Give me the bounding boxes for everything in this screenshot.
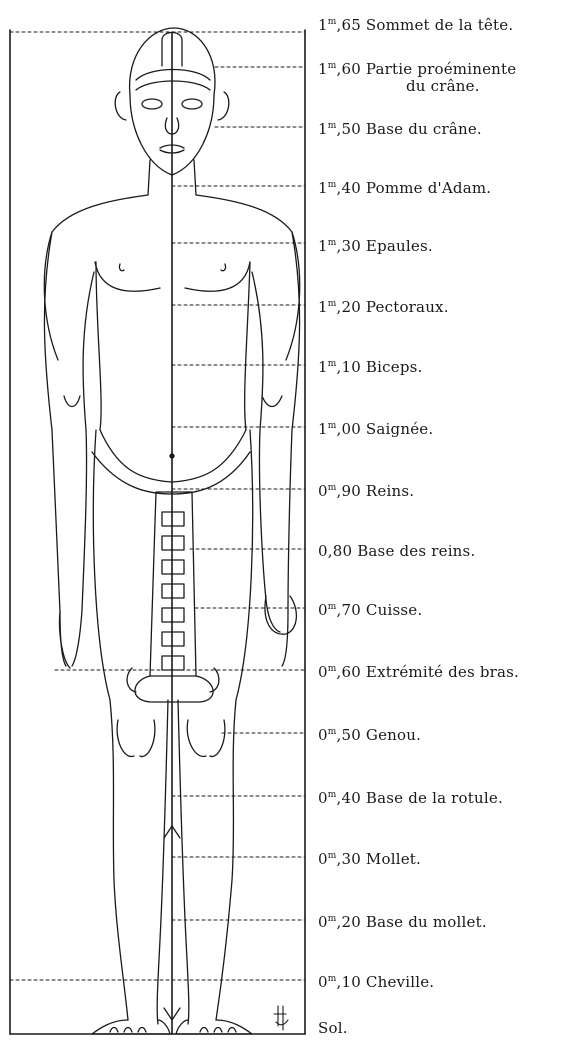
label-1-20: 1m,20 Pectoraux. [318, 296, 449, 316]
right-arm [252, 232, 300, 666]
navel-mark [170, 454, 174, 458]
label-0-60: 0m,60 Extrémité des bras. [318, 661, 519, 681]
right-leg [178, 430, 253, 1024]
label-1-65: 1m,65 Sommet de la tête. [318, 14, 513, 34]
label-0-10: 0m,10 Cheville. [318, 971, 434, 991]
label-0-70: 0m,70 Cuisse. [318, 599, 422, 619]
label-1-10: 1m,10 Biceps. [318, 356, 423, 376]
label-0-50: 0m,50 Genou. [318, 724, 421, 744]
label-1-60: 1m,60 Partie proéminente du crâne. [318, 58, 516, 95]
label-0-30: 0m,30 Mollet. [318, 848, 421, 868]
label-1-40: 1m,40 Pomme d'Adam. [318, 177, 491, 197]
label-1-50: 1m,50 Base du crâne. [318, 118, 482, 138]
label-0-90: 0m,90 Reins. [318, 480, 414, 500]
label-sol: Sol. [318, 1020, 348, 1037]
label-0-40: 0m,40 Base de la rotule. [318, 787, 503, 807]
label-0-80: 0,80 Base des reins. [318, 540, 475, 560]
label-1-30: 1m,30 Epaules. [318, 235, 433, 255]
label-0-20: 0m,20 Base du mollet. [318, 911, 487, 931]
artist-monogram [274, 1006, 288, 1030]
left-arm [44, 232, 94, 668]
label-1-00: 1m,00 Saignée. [318, 418, 433, 438]
left-leg [93, 430, 168, 1024]
